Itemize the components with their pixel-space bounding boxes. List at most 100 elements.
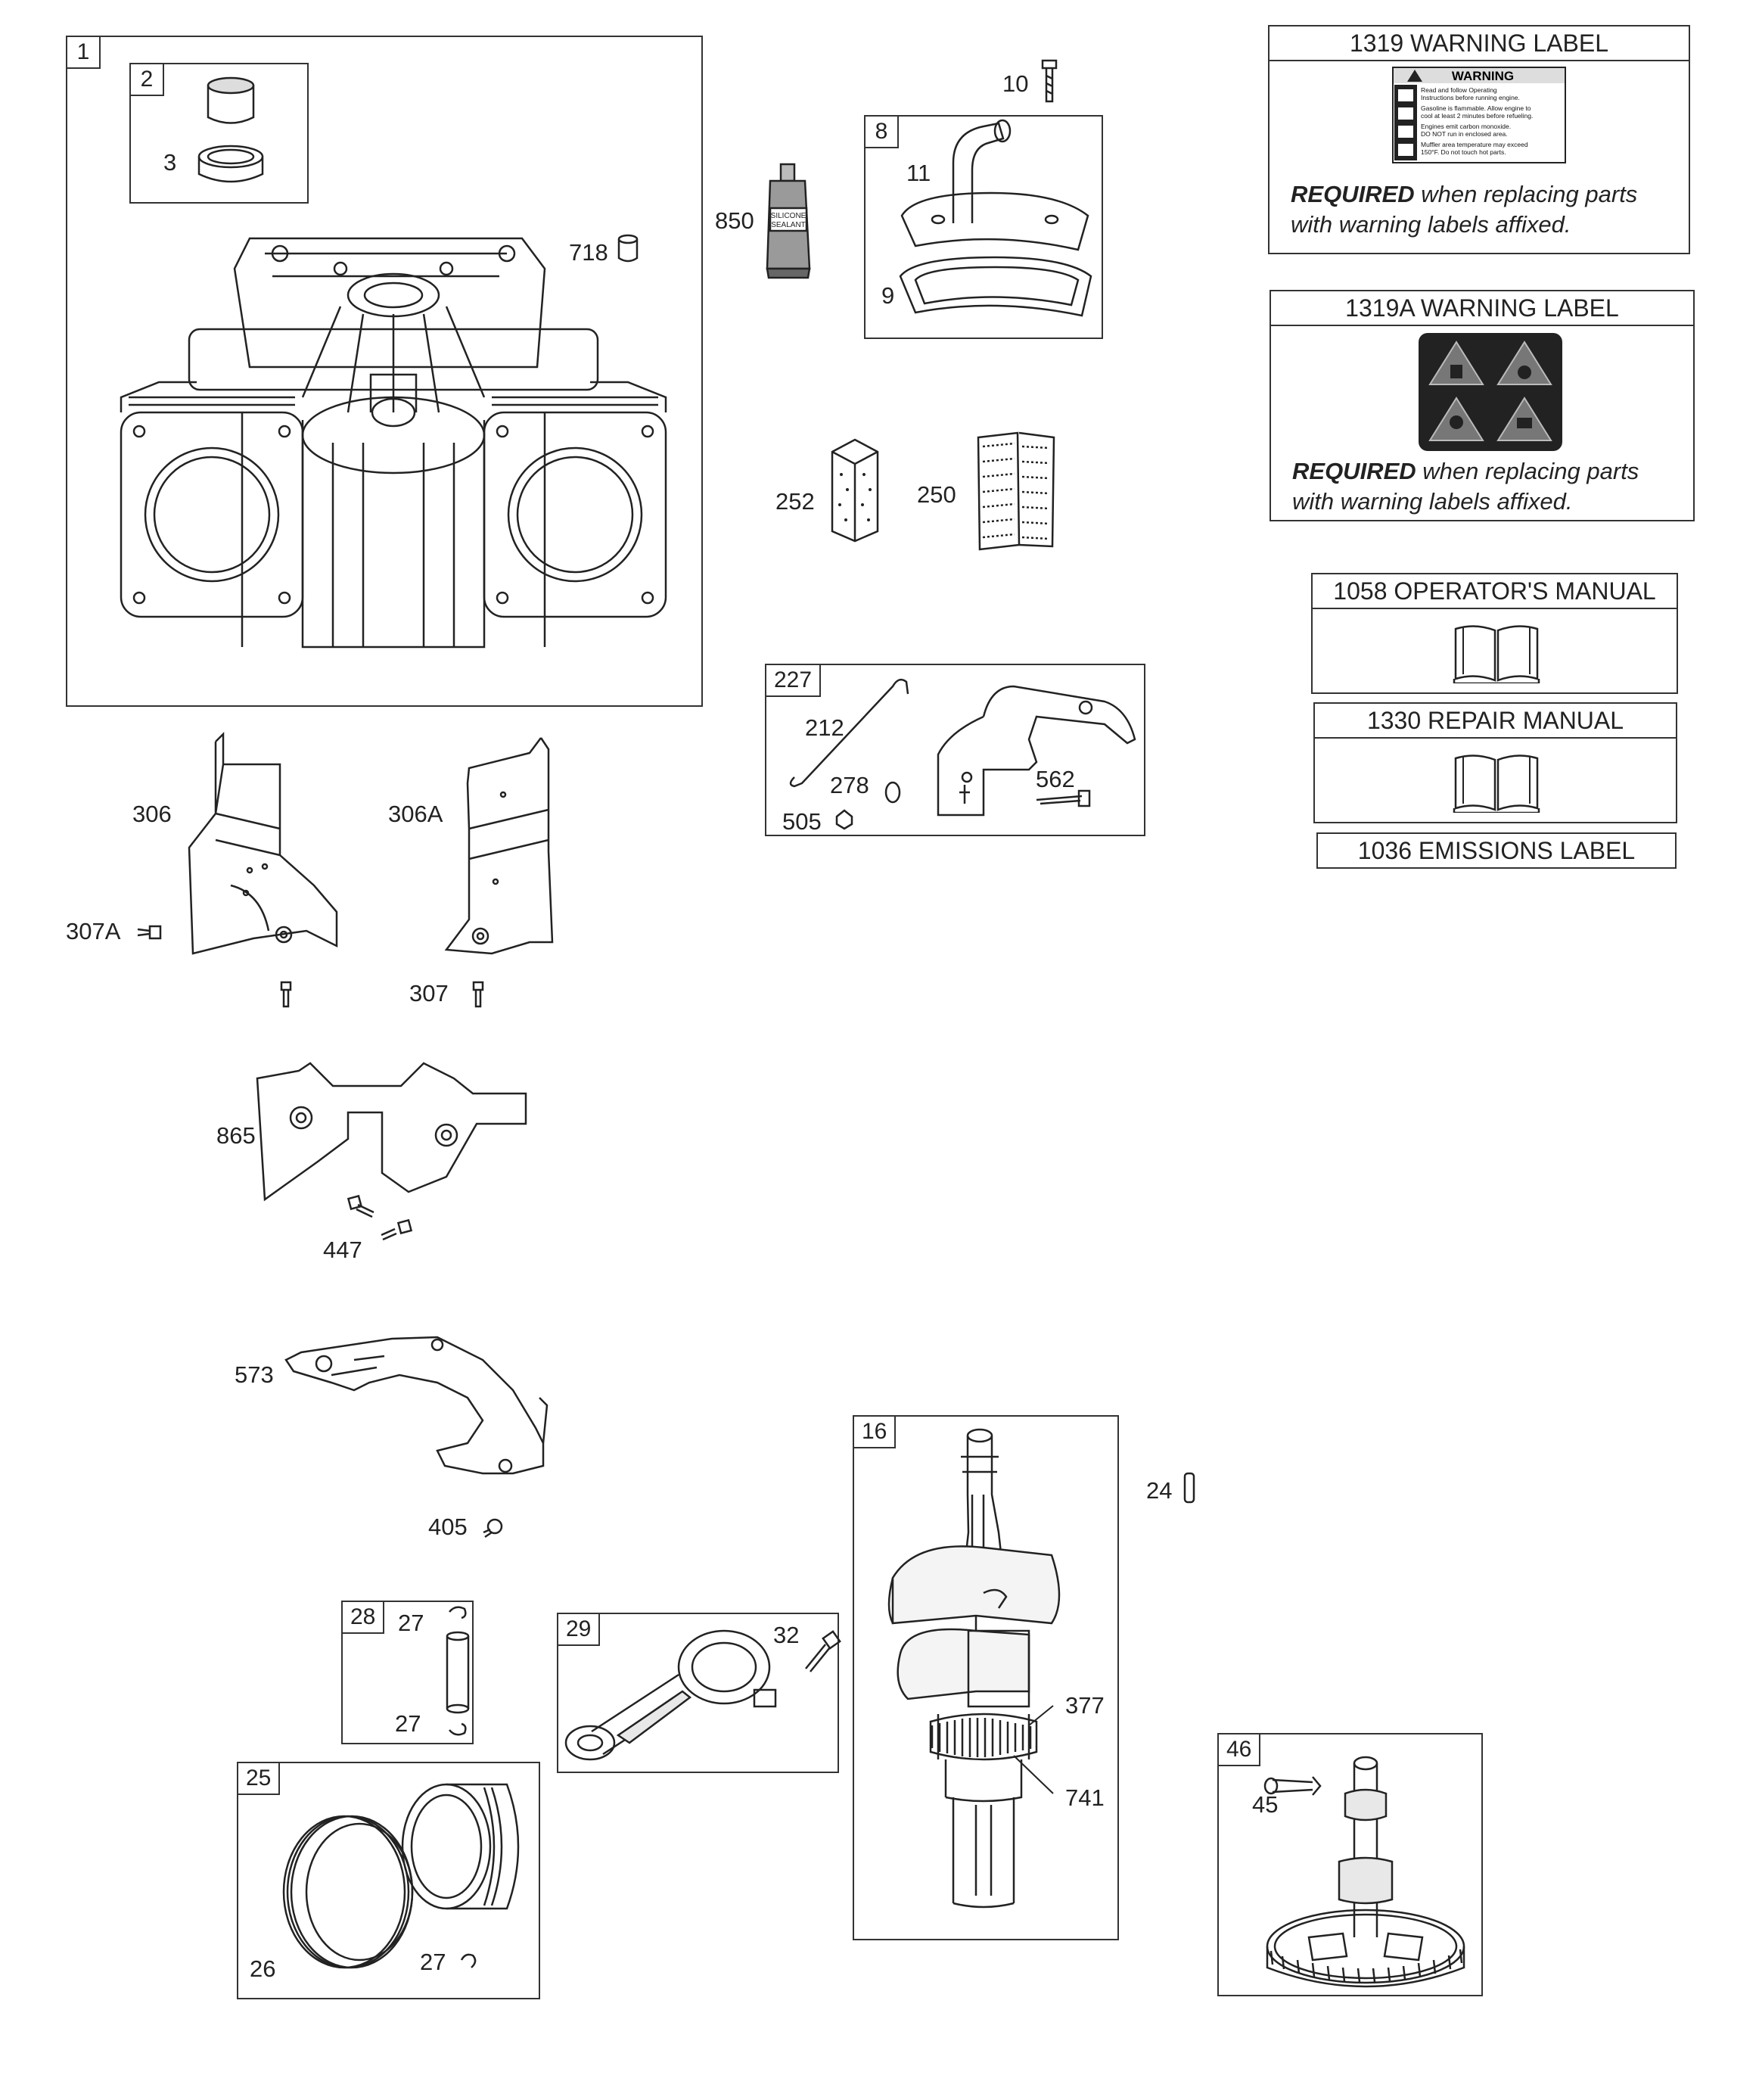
- bolt-10-drawing: [1038, 59, 1061, 104]
- connecting-rod-box: 29: [557, 1613, 839, 1773]
- sticker-line-1: Read and follow Operating: [1421, 86, 1497, 94]
- screws-447-drawing: [347, 1196, 430, 1241]
- callout-850: 850: [715, 207, 754, 234]
- warning-sticker-heading: WARNING: [1452, 69, 1514, 83]
- connecting-rod-drawing: [561, 1622, 788, 1769]
- sticker-line-3: Gasoline is flammable. Allow engine to: [1421, 104, 1531, 112]
- callout-3: 3: [163, 149, 177, 176]
- callout-26: 26: [250, 1955, 276, 1982]
- callout-32: 32: [773, 1622, 800, 1648]
- sticker-line-5: Engines emit carbon monoxide.: [1421, 123, 1511, 130]
- callout-1: 1: [66, 36, 101, 69]
- callout-8: 8: [864, 115, 899, 148]
- operators-manual-title: 1058 OPERATOR'S MANUAL: [1313, 574, 1677, 609]
- callout-447: 447: [323, 1237, 362, 1263]
- sticker-line-4: cool at least 2 minutes before refueling…: [1421, 112, 1533, 120]
- breather-assembly-drawing: [893, 117, 1097, 329]
- piston-drawing: [257, 1763, 537, 1998]
- emissions-label-1036-card: 1036 EMISSIONS LABEL: [1316, 832, 1677, 869]
- piston-pin-drawing: [439, 1603, 477, 1739]
- governor-box: 227: [765, 664, 1145, 836]
- filter-250-drawing: [972, 431, 1059, 552]
- dowel-pin-718-drawing: [617, 234, 639, 264]
- pictogram-sticker-image: [1419, 333, 1562, 451]
- callout-28: 28: [341, 1601, 385, 1634]
- callout-252: 252: [775, 488, 815, 515]
- crankshaft-drawing: [878, 1426, 1074, 1934]
- backplate-573-drawing: [286, 1330, 551, 1481]
- warning-sticker-image: WARNING Read and follow Operating Instru…: [1392, 67, 1566, 163]
- repair-manual-1330-card: 1330 REPAIR MANUAL: [1313, 702, 1677, 823]
- warning-label-1319-title: 1319 WARNING LABEL: [1270, 26, 1689, 61]
- repair-manual-title: 1330 REPAIR MANUAL: [1315, 704, 1676, 739]
- piston-pin-box: 28: [341, 1601, 474, 1744]
- sealant-tube-850-drawing: SILICONE SEALANT: [764, 163, 817, 284]
- sticker-line-7: Muffler area temperature may exceed: [1421, 141, 1528, 148]
- callout-2: 2: [129, 63, 164, 96]
- bushing-drawing: [189, 72, 272, 193]
- piston-box: 25: [237, 1762, 540, 1999]
- sticker-line-8: 150°F. Do not touch hot parts.: [1421, 148, 1506, 156]
- callout-45: 45: [1252, 1791, 1279, 1818]
- callout-24: 24: [1146, 1477, 1173, 1504]
- callout-27-piston: 27: [420, 1949, 446, 1975]
- screw-405-drawing: [481, 1517, 504, 1540]
- warning-label-1319a-card: 1319A WARNING LABEL REQUIRED when replac…: [1270, 290, 1695, 521]
- cylinder-shroud-306-drawing: [185, 734, 337, 969]
- warning-label-1319-card: 1319 WARNING LABEL WARNING Read and foll…: [1268, 25, 1690, 254]
- sealant-tube-text-2: SEALANT: [771, 221, 806, 229]
- callout-307: 307: [409, 980, 449, 1006]
- callout-46: 46: [1217, 1733, 1261, 1766]
- rod-bolt-32-drawing: [798, 1631, 844, 1676]
- callout-29: 29: [557, 1613, 601, 1646]
- screw-307-left-drawing: [278, 981, 294, 1008]
- callout-741: 741: [1065, 1784, 1105, 1811]
- operators-manual-book-icon: [1453, 621, 1540, 687]
- warning-1319a-requirement: REQUIRED when replacing parts with warni…: [1292, 458, 1639, 515]
- sticker-line-6: DO NOT run in enclosed area.: [1421, 130, 1508, 138]
- cylinder-block-box: 1: [66, 36, 703, 707]
- callout-27-bottom: 27: [395, 1710, 421, 1737]
- callout-16: 16: [853, 1415, 897, 1448]
- screw-307a-drawing: [136, 922, 163, 944]
- callout-405: 405: [428, 1514, 468, 1540]
- cylinder-block-drawing: [113, 223, 673, 692]
- filter-252-drawing: [825, 437, 885, 543]
- callout-307a: 307A: [66, 918, 121, 944]
- crankshaft-box: 16: [853, 1415, 1119, 1940]
- bushing-box: 2: [129, 63, 309, 204]
- warning-label-1319a-title: 1319A WARNING LABEL: [1271, 291, 1693, 326]
- callout-227: 227: [765, 664, 822, 697]
- callout-25: 25: [237, 1762, 281, 1795]
- callout-10: 10: [1002, 70, 1029, 97]
- warning-1319-requirement: REQUIRED when replacing parts with warni…: [1291, 181, 1638, 238]
- screw-307-right-drawing: [471, 981, 486, 1008]
- callout-562: 562: [1036, 766, 1075, 792]
- callout-11: 11: [906, 160, 931, 186]
- crankshaft-leader-lines: [999, 1695, 1105, 1801]
- camshaft-box: 46: [1217, 1733, 1483, 1996]
- repair-manual-book-icon: [1453, 751, 1540, 817]
- callout-505: 505: [782, 808, 822, 835]
- callout-9: 9: [881, 282, 895, 309]
- sealant-tube-text-1: SILICONE: [771, 212, 806, 220]
- callout-573: 573: [235, 1361, 274, 1388]
- callout-278: 278: [830, 772, 869, 798]
- governor-linkage-drawing: [787, 671, 1142, 834]
- key-24-drawing: [1182, 1472, 1197, 1505]
- callout-250: 250: [917, 481, 956, 508]
- callout-377: 377: [1065, 1692, 1105, 1719]
- baffle-865-drawing: [257, 1063, 530, 1203]
- sticker-line-2: Instructions before running engine.: [1421, 94, 1520, 101]
- callout-306: 306: [132, 801, 172, 827]
- callout-212: 212: [805, 714, 844, 741]
- callout-718: 718: [569, 239, 608, 266]
- callout-306a: 306A: [388, 801, 443, 827]
- breather-box: 8: [864, 115, 1103, 339]
- emissions-label-title: 1036 EMISSIONS LABEL: [1357, 837, 1636, 864]
- callout-865: 865: [216, 1122, 256, 1149]
- callout-27-top: 27: [398, 1610, 424, 1636]
- camshaft-drawing: [1256, 1748, 1475, 1994]
- operators-manual-1058-card: 1058 OPERATOR'S MANUAL: [1311, 573, 1678, 694]
- cylinder-shroud-306a-drawing: [439, 738, 564, 961]
